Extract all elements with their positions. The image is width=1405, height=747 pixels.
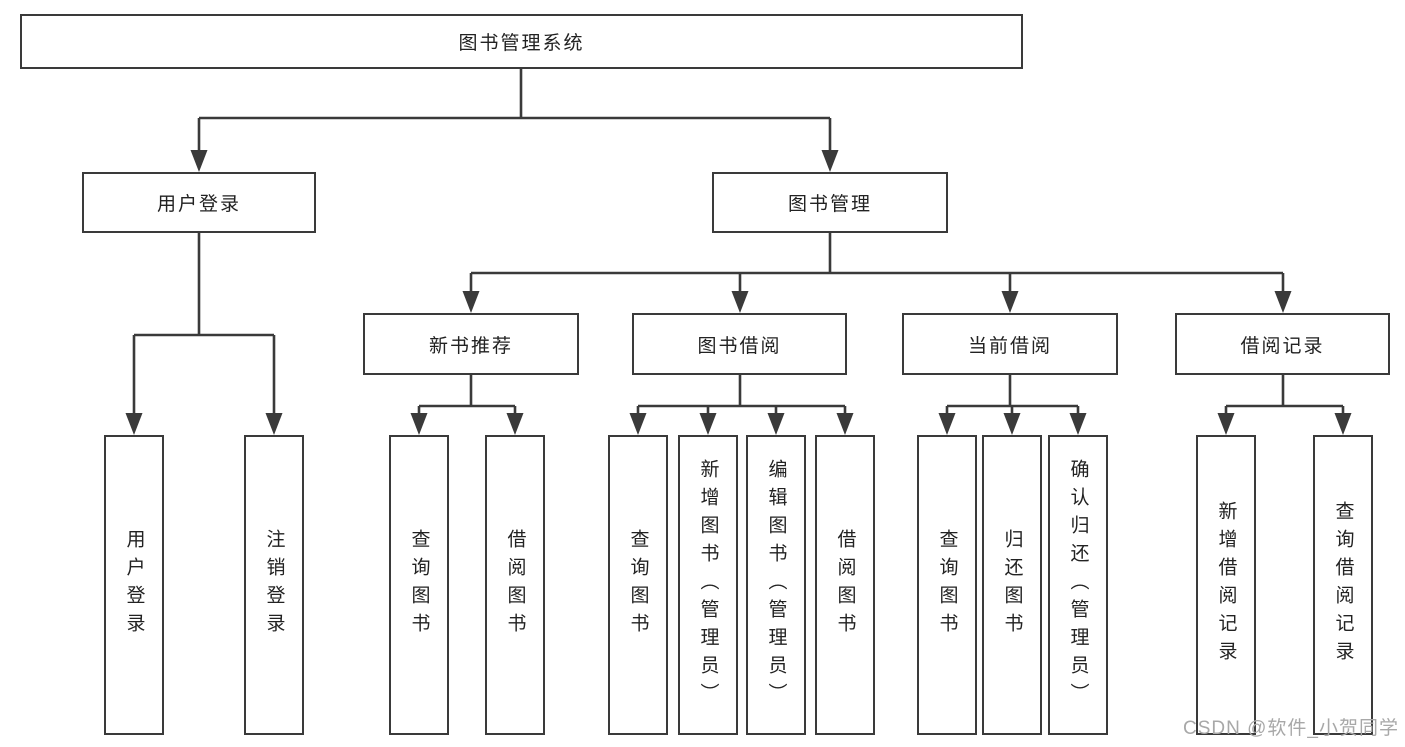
arrowhead <box>1003 413 1021 435</box>
node-label: 借阅记录 <box>1240 335 1325 357</box>
leaf-query-books-recommend: 查询图书 <box>389 435 449 735</box>
connector-current-borrowing <box>945 375 1080 414</box>
connector-paths <box>132 69 1345 414</box>
node-current-borrowing: 当前借阅 <box>902 313 1118 375</box>
node-label: 归还图书 <box>1001 529 1023 641</box>
node-label: 用户登录 <box>156 194 241 215</box>
leaf-user-login: 用户登录 <box>104 435 164 735</box>
leaf-add-borrow-record: 新增借阅记录 <box>1196 435 1256 735</box>
arrowhead <box>836 413 854 435</box>
leaf-borrow-books-recommend: 借阅图书 <box>485 435 545 735</box>
node-new-book-recommendation: 新书推荐 <box>363 313 579 375</box>
node-label: 图书管理 <box>787 194 872 215</box>
arrowhead <box>1001 291 1019 313</box>
node-label: 借阅图书 <box>834 529 856 641</box>
node-label: 图书管理系统 <box>458 33 585 54</box>
arrowhead <box>462 291 480 313</box>
connector-borrowing-records <box>1224 375 1345 414</box>
connector-root <box>197 69 832 151</box>
arrowhead <box>1274 291 1292 313</box>
node-label: 注销登录 <box>263 529 285 641</box>
node-label: 当前借阅 <box>967 335 1052 357</box>
node-label: 新增借阅记录 <box>1215 501 1237 669</box>
node-book-borrowing: 图书借阅 <box>632 313 847 375</box>
node-library-management-system: 图书管理系统 <box>20 14 1023 69</box>
leaf-query-books-current: 查询图书 <box>917 435 977 735</box>
node-label: 借阅图书 <box>504 529 526 641</box>
connector-user-login <box>132 233 276 414</box>
leaf-query-books-borrowing: 查询图书 <box>608 435 668 735</box>
arrowheads <box>125 150 1352 435</box>
node-label: 新书推荐 <box>428 335 513 357</box>
leaf-confirm-return-admin: 确认归还（管理员） <box>1048 435 1108 735</box>
arrowhead <box>699 413 717 435</box>
leaf-borrow-books: 借阅图书 <box>815 435 875 735</box>
leaf-edit-books-admin: 编辑图书（管理员） <box>746 435 806 735</box>
csdn-watermark: CSDN @软件_小贺同学 <box>1183 718 1399 739</box>
arrowhead <box>938 413 956 435</box>
leaf-add-books-admin: 新增图书（管理员） <box>678 435 738 735</box>
node-label: 查询图书 <box>936 529 958 641</box>
leaf-return-books: 归还图书 <box>982 435 1042 735</box>
arrowhead <box>821 150 839 172</box>
arrowhead <box>410 413 428 435</box>
node-book-management: 图书管理 <box>712 172 948 233</box>
arrowhead <box>1334 413 1352 435</box>
node-label: 查询图书 <box>408 529 430 641</box>
connector-book-borrowing <box>636 375 847 414</box>
leaf-logout: 注销登录 <box>244 435 304 735</box>
arrowhead <box>265 413 283 435</box>
node-label: 查询图书 <box>627 529 649 641</box>
node-label: 用户登录 <box>123 529 145 641</box>
node-label: 查询借阅记录 <box>1332 501 1354 669</box>
arrowhead <box>731 291 749 313</box>
arrowhead <box>629 413 647 435</box>
node-borrowing-records: 借阅记录 <box>1175 313 1390 375</box>
arrowhead <box>767 413 785 435</box>
leaf-query-borrow-record: 查询借阅记录 <box>1313 435 1373 735</box>
node-user-login: 用户登录 <box>82 172 316 233</box>
node-label: 确认归还（管理员） <box>1067 459 1089 711</box>
connector-new-book-recommendation <box>417 375 517 414</box>
node-label: 编辑图书（管理员） <box>765 459 787 711</box>
connector-book-management <box>469 233 1285 292</box>
arrowhead <box>506 413 524 435</box>
node-label: 图书借阅 <box>697 335 782 357</box>
arrowhead <box>125 413 143 435</box>
arrowhead <box>1217 413 1235 435</box>
arrowhead <box>1069 413 1087 435</box>
arrowhead <box>190 150 208 172</box>
node-label: 新增图书（管理员） <box>697 459 719 711</box>
